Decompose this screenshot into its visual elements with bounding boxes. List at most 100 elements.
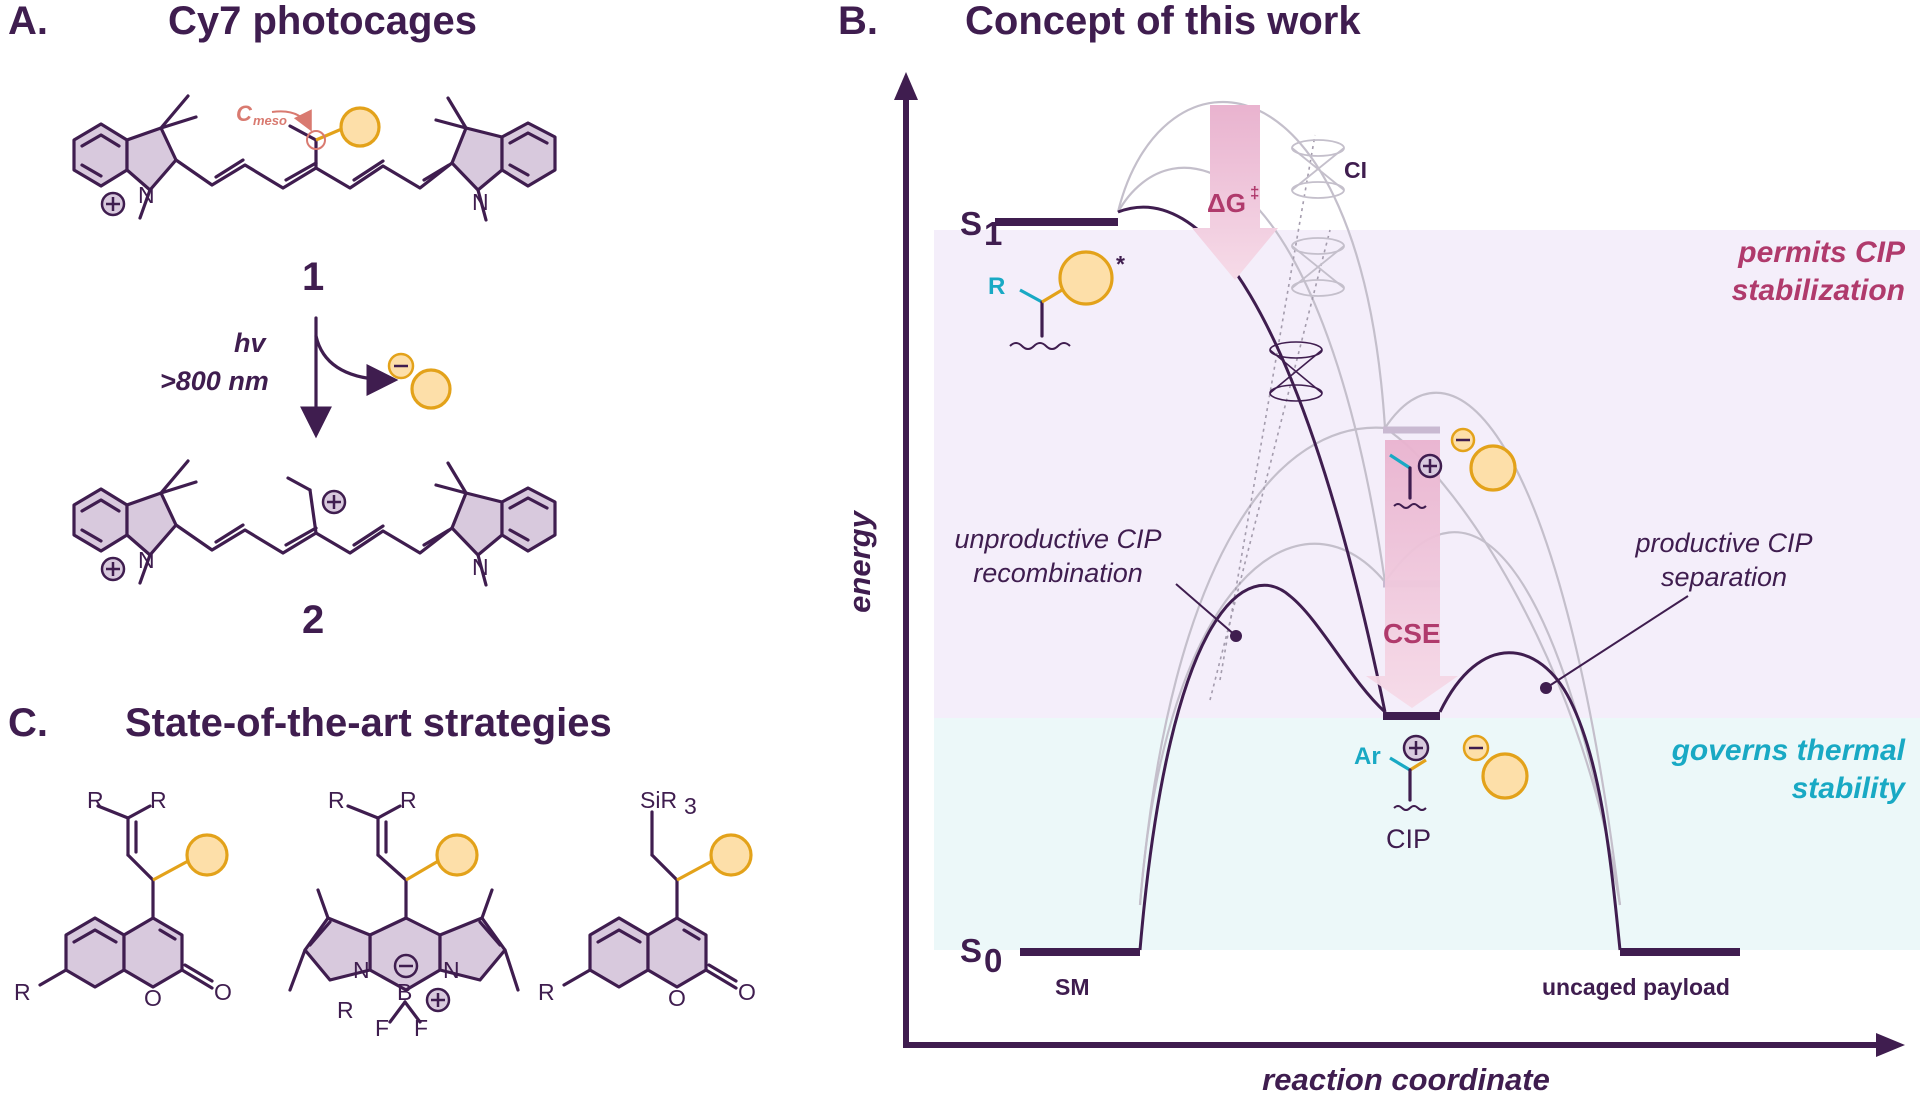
o-atom: O: [738, 979, 756, 1005]
panel-c-letter: C.: [8, 701, 48, 745]
compound-2-label: 2: [302, 598, 324, 642]
cmeso-label: C: [236, 101, 253, 126]
r-label: R: [538, 979, 555, 1005]
r-label: R: [14, 979, 31, 1005]
panel-c: C. State-of-the-art strategies R R R O O: [8, 701, 756, 1041]
panel-b: B. Concept of this work: [838, 0, 1920, 1097]
payload-circle-icon: [1058, 250, 1114, 306]
conical-intersection-icon: [1269, 341, 1323, 402]
cse-arrow: [1366, 440, 1458, 708]
cip-label: CIP: [1386, 824, 1431, 854]
excited-star: *: [1116, 251, 1125, 277]
wavy-bond-icon: [1009, 342, 1071, 350]
unproductive-callout-line: [1175, 583, 1237, 637]
coumarin-structure-1: R R R O O: [14, 787, 232, 1011]
cip-molecule-icon: Ar: [1354, 734, 1529, 811]
hv-label: hv: [234, 328, 267, 358]
o-atom: O: [214, 979, 232, 1005]
r-label: R: [337, 997, 354, 1023]
delta-g-superscript: ‡: [1250, 183, 1259, 202]
payload-circle-icon: [339, 106, 381, 148]
positive-charge-icon: [100, 556, 126, 582]
payload-circle-icon: [185, 833, 229, 877]
wavy-bond-icon: [1393, 503, 1427, 509]
n-atom-left-2: N: [138, 547, 155, 573]
payload-circle-icon: [410, 368, 452, 410]
payload-circle-icon: [1481, 752, 1529, 800]
panel-c-title: State-of-the-art strategies: [125, 701, 612, 745]
governs-label-line1: governs thermal: [1671, 734, 1906, 767]
b-atom: B: [397, 979, 412, 1005]
uncaged-payload-label: uncaged payload: [1542, 974, 1730, 1000]
n-atom: N: [353, 957, 370, 983]
panel-a: A. Cy7 photocages N: [8, 0, 557, 642]
governs-label-line2: stability: [1792, 772, 1907, 805]
n-atom-right-2: N: [472, 554, 489, 580]
y-axis-arrowhead: [894, 72, 918, 100]
o-atom: O: [144, 985, 162, 1011]
positive-charge-icon: [100, 191, 126, 217]
n-atom-right-1: N: [472, 189, 489, 215]
wavelength-label: >800 nm: [160, 366, 269, 396]
positive-charge-icon: [321, 489, 347, 515]
unproductive-label-line2: recombination: [973, 558, 1143, 588]
x-axis-arrowhead: [1876, 1033, 1905, 1057]
wavy-bond-icon: [1393, 805, 1427, 811]
delta-g-arrow: [1192, 105, 1278, 280]
payload-circle-icon: [1469, 444, 1517, 492]
productive-callout-dot: [1540, 682, 1552, 694]
s1-subscript: 1: [984, 215, 1002, 252]
unproductive-callout-dot: [1230, 630, 1242, 642]
sir3-subscript: 3: [684, 793, 697, 819]
f-atom: F: [375, 1015, 389, 1041]
productive-callout-line: [1545, 595, 1689, 689]
f-atom: F: [414, 1015, 428, 1041]
cse-label: CSE: [1383, 618, 1441, 649]
negative-charge-icon: [393, 953, 419, 979]
sir3-label: SiR: [640, 787, 677, 813]
r-label: R: [328, 787, 345, 813]
compound-1-structure: N C meso: [72, 94, 557, 222]
r-label: R: [150, 787, 167, 813]
s0-subscript: 0: [984, 942, 1002, 979]
compound-2-structure: N N: [72, 459, 557, 587]
reaction-profile: [1117, 205, 1622, 951]
cyan-band: [934, 718, 1920, 950]
s0-label: S: [960, 932, 982, 969]
x-axis-label: reaction coordinate: [1262, 1062, 1550, 1097]
payload-circle-icon: [435, 833, 479, 877]
positive-charge-icon: [425, 987, 451, 1013]
compound-1-label: 1: [302, 255, 324, 299]
r-label: R: [87, 787, 104, 813]
panel-b-title: Concept of this work: [965, 0, 1361, 43]
sm-label: SM: [1055, 974, 1090, 1000]
productive-label-line2: separation: [1661, 562, 1787, 592]
permits-label-line1: permits CIP: [1737, 236, 1906, 269]
productive-label-line1: productive CIP: [1634, 528, 1812, 558]
bodipy-structure: R R R N N B F F: [288, 787, 520, 1041]
delta-g-label: ΔG: [1207, 188, 1246, 218]
panel-a-title: Cy7 photocages: [168, 0, 477, 43]
ar-substituent-label: Ar: [1354, 743, 1381, 770]
cmeso-subscript: meso: [253, 113, 287, 128]
unproductive-label-line1: unproductive CIP: [954, 524, 1161, 554]
coumarin-structure-2: SiR 3 R O O: [538, 787, 756, 1011]
y-axis-label: energy: [842, 509, 877, 612]
n-atom-left-1: N: [138, 182, 155, 208]
ci-label: CI: [1344, 157, 1367, 183]
conical-intersection-icon: [1291, 139, 1345, 297]
panel-a-letter: A.: [8, 0, 48, 43]
r-substituent-label: R: [988, 273, 1005, 300]
s1-label: S: [960, 205, 982, 242]
payload-circle-icon: [709, 833, 753, 877]
upper-cip-molecule-icon: [1389, 427, 1517, 509]
permits-label-line2: stabilization: [1732, 274, 1905, 307]
o-atom: O: [668, 985, 686, 1011]
negative-charge-icon: [387, 352, 415, 380]
n-atom: N: [443, 957, 460, 983]
r-label: R: [400, 787, 417, 813]
panel-b-letter: B.: [838, 0, 878, 43]
s1-molecule-icon: R *: [988, 250, 1125, 350]
dotted-guide: [1219, 134, 1316, 681]
